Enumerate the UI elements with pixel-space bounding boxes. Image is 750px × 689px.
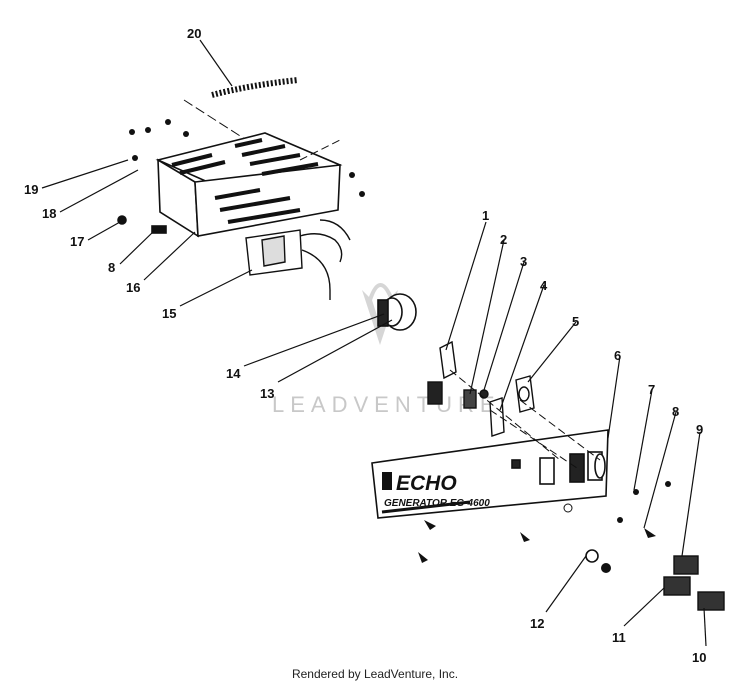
callout-5: 5: [572, 314, 579, 329]
leader-lines: [41, 39, 707, 647]
callout-15: 15: [162, 306, 176, 321]
callout-13: 13: [260, 386, 274, 401]
callout-20: 20: [187, 26, 201, 41]
callout-11: 11: [612, 630, 626, 645]
callout-18: 18: [42, 206, 56, 221]
callout-3: 3: [520, 254, 527, 269]
part-6-front-panel: [371, 429, 609, 519]
callout-12: 12: [530, 616, 544, 631]
callout-17: 17: [70, 234, 84, 249]
callout-9: 9: [696, 422, 703, 437]
panel-logo: ECHO GENERATOR EG-4600: [382, 472, 490, 509]
panel-brand: ECHO: [396, 472, 457, 495]
outlet-parts: [663, 555, 725, 611]
callout-2: 2: [500, 232, 507, 247]
panel-screws: [418, 481, 671, 573]
callouts: 20 19 18 17 8 16 15 14 13 1 2 3 4 5 6 7 …: [24, 26, 706, 665]
callout-4: 4: [540, 278, 548, 293]
callout-19: 19: [24, 182, 38, 197]
footer-credit: Rendered by LeadVenture, Inc.: [291, 667, 459, 681]
callout-8-right: 8: [672, 404, 679, 419]
callout-8-left: 8: [108, 260, 115, 275]
watermark-text: LEADVENTURE: [272, 392, 501, 417]
callout-16: 16: [126, 280, 140, 295]
callout-7: 7: [648, 382, 655, 397]
callout-6: 6: [614, 348, 621, 363]
part-15-terminal-block: [245, 219, 351, 300]
callout-10: 10: [692, 650, 706, 665]
control-box: [117, 119, 365, 238]
panel-model: GENERATOR EG-4600: [384, 498, 490, 509]
callout-1: 1: [482, 208, 489, 223]
switch-parts: [427, 340, 535, 437]
callout-14: 14: [226, 366, 241, 381]
assembly-lines: [299, 139, 601, 471]
part-13-14-connector: [377, 293, 417, 331]
